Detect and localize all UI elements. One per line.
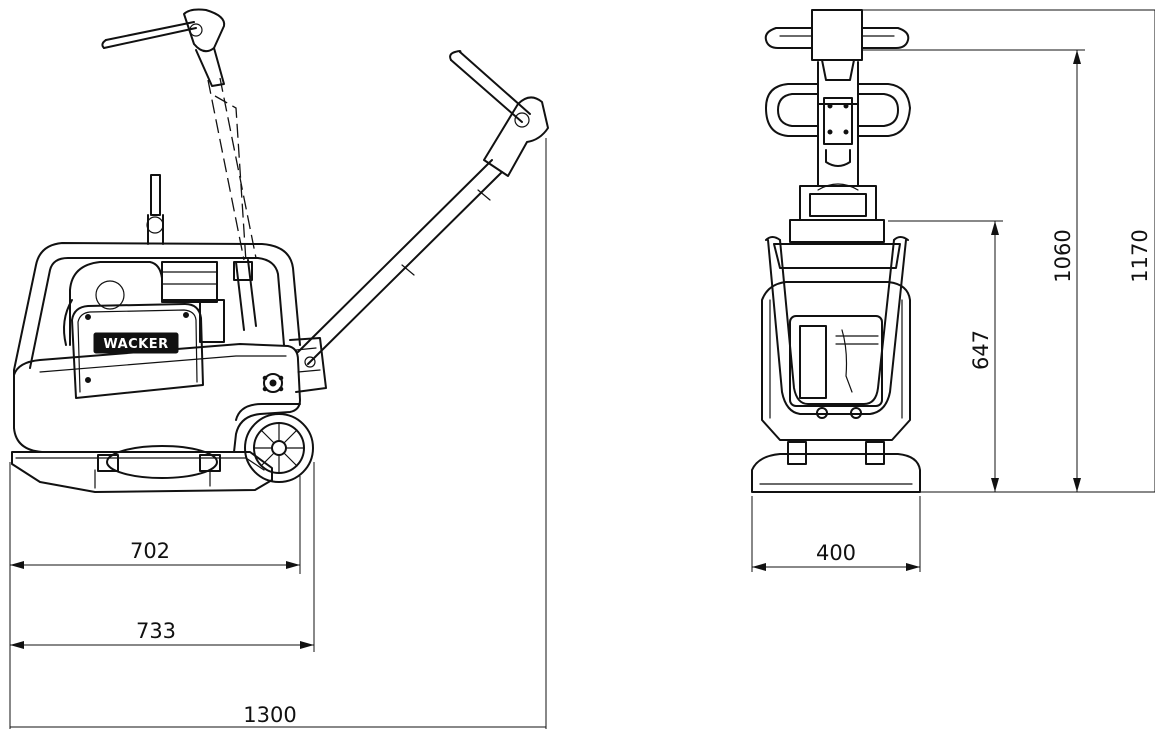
handle-bracket (289, 337, 327, 393)
exciter-housing (97, 445, 221, 479)
lift-hook (146, 174, 164, 245)
transport-wheel (235, 403, 314, 483)
throttle-lever (233, 259, 257, 331)
logo-plate: WACKER (71, 303, 204, 399)
dim-647: 647 (969, 330, 993, 370)
handle-working-position (297, 50, 549, 365)
dim-1170: 1170 (1128, 229, 1152, 282)
dim-400: 400 (816, 541, 856, 565)
rear-view-dimensions: 400 647 1060 1170 (751, 9, 1155, 572)
belt-guard (13, 343, 301, 453)
handle-transport-position (101, 8, 257, 263)
side-view: WACKER (11, 8, 549, 493)
dim-702: 702 (130, 539, 170, 563)
roll-cage (13, 242, 301, 429)
dim-733: 733 (136, 619, 176, 643)
rear-handlebar-upper (764, 9, 910, 81)
brand-logo: WACKER (103, 337, 168, 352)
rear-handle-column (817, 97, 859, 187)
rear-handlebar-lower (765, 61, 911, 137)
rear-housing (761, 281, 911, 441)
rear-engine-top (773, 183, 901, 269)
dim-1060: 1060 (1051, 229, 1075, 282)
engine (63, 261, 225, 346)
side-view-dimensions: 702 733 1300 (9, 138, 547, 729)
rear-view (751, 9, 921, 493)
dim-1300: 1300 (243, 703, 296, 727)
rear-base-plate (751, 441, 921, 493)
rear-roll-cage (765, 236, 909, 419)
base-plate (11, 451, 273, 493)
